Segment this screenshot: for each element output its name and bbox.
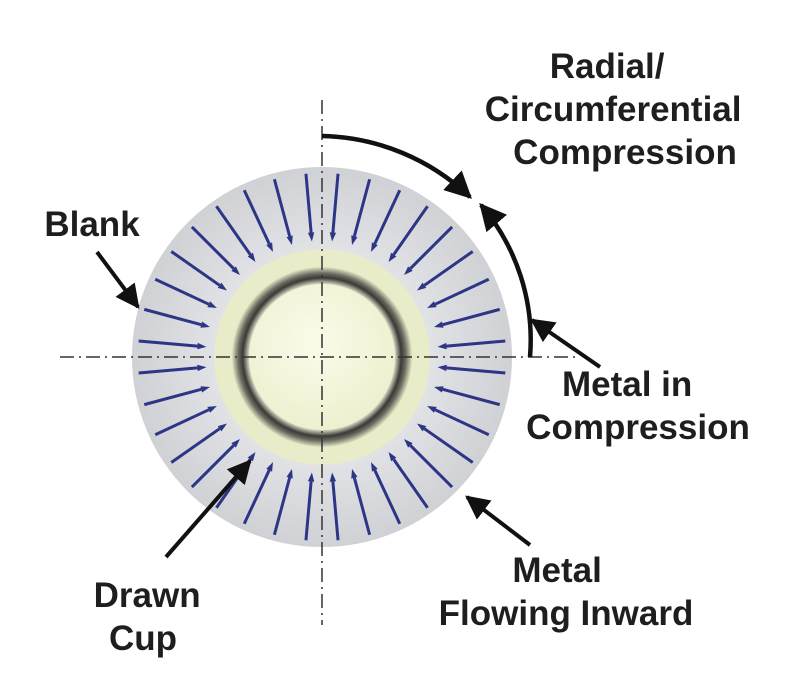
- flow-arrow-shaft: [331, 481, 340, 541]
- flow-arrow-shaft: [242, 469, 271, 525]
- drawn-cup-line-2: Cup: [109, 619, 177, 658]
- flow-arrow-shaft: [215, 205, 252, 256]
- flow-arrow-head: [286, 235, 293, 245]
- drawn-cup-leader-arrow: [164, 459, 252, 559]
- flow-arrow-shaft: [242, 189, 271, 245]
- title-label: Radial/ Circumferential Compression: [485, 47, 751, 172]
- flow-arrow-head: [434, 321, 444, 328]
- title-line-3: Compression: [513, 133, 737, 172]
- flow-arrow-head: [437, 364, 447, 372]
- flow-arrow-shaft: [423, 427, 474, 464]
- flow-arrow-shaft: [352, 477, 372, 536]
- flow-arrow-shaft: [434, 408, 490, 437]
- flow-arrow-shaft: [170, 427, 221, 464]
- flow-arrow-head: [207, 301, 217, 308]
- flow-arrow-shaft: [272, 178, 292, 237]
- blank-label: Blank: [44, 205, 140, 244]
- flow-arrow-head: [351, 235, 358, 245]
- flow-arrow-shaft: [409, 444, 454, 489]
- flow-arrow-shaft: [143, 387, 202, 407]
- flow-arrow-head: [247, 252, 256, 262]
- flow-arrow-head: [266, 242, 273, 252]
- flow-arrow-shaft: [373, 189, 402, 245]
- flow-arrow-shaft: [272, 477, 292, 536]
- flow-arrow-head: [197, 364, 207, 372]
- flow-arrow-head: [266, 462, 273, 472]
- flow-arrow-shaft: [331, 173, 340, 233]
- flow-arrow-head: [307, 232, 315, 242]
- flow-arrow-head: [329, 232, 337, 242]
- flow-arrow-head: [404, 439, 413, 448]
- flow-arrow-head: [217, 282, 227, 291]
- flow-arrow-head: [388, 452, 397, 462]
- flow-arrow-head: [404, 266, 413, 275]
- flow-arrow-shaft: [423, 250, 474, 287]
- blank-leader-arrow: [95, 250, 140, 309]
- flow-arrow-shaft: [352, 178, 372, 237]
- flow-arrow-shaft: [434, 277, 490, 306]
- flow-arrow-head: [200, 321, 210, 328]
- flow-arrow-head: [207, 406, 217, 413]
- flow-arrow-shaft: [392, 205, 429, 256]
- flow-arrow-shaft: [190, 225, 235, 270]
- flow-arrow-shaft: [304, 481, 313, 541]
- title-line-1: Radial/: [550, 47, 665, 86]
- metal-flowing-inward-line-2: Flowing Inward: [439, 594, 694, 633]
- flow-arrow-head: [286, 469, 293, 479]
- flow-arrow-head: [371, 242, 378, 252]
- metal-flowing-inward-leader-arrow: [465, 495, 532, 547]
- flow-arrow-head: [371, 462, 378, 472]
- drawn-cup-line-1: Drawn: [94, 576, 201, 615]
- flow-arrow-head: [434, 386, 444, 393]
- flow-arrow-head: [231, 266, 240, 275]
- flow-arrow-shaft: [446, 366, 506, 375]
- metal-in-compression-label: Metal in Compression: [526, 365, 750, 447]
- flow-arrow-head: [329, 472, 337, 482]
- metal-flowing-inward-label: Metal Flowing Inward: [439, 551, 694, 633]
- title-line-2: Circumferential: [485, 90, 742, 129]
- metal-in-compression-line-2: Compression: [526, 408, 750, 447]
- flow-arrow-shaft: [304, 173, 313, 233]
- flow-arrow-head: [351, 469, 358, 479]
- flow-arrow-shaft: [409, 225, 454, 270]
- metal-in-compression-line-1: Metal in: [562, 365, 692, 404]
- compression-arc-upper: [321, 133, 472, 199]
- flow-arrow-shaft: [442, 307, 501, 327]
- flow-arrow-shaft: [442, 387, 501, 407]
- flow-arrow-head: [417, 423, 427, 432]
- metal-flowing-inward-line-1: Metal: [512, 551, 601, 590]
- flow-arrow-head: [388, 252, 397, 262]
- flow-arrow-shaft: [190, 444, 235, 489]
- flow-arrow-head: [217, 423, 227, 432]
- flow-arrow-head: [427, 301, 437, 308]
- flow-arrow-shaft: [154, 408, 210, 437]
- flow-arrow-shaft: [154, 277, 210, 306]
- flow-arrow-shaft: [446, 339, 506, 348]
- flow-arrow-head: [231, 439, 240, 448]
- flow-arrow-shaft: [373, 469, 402, 525]
- flow-arrows: [138, 173, 506, 541]
- flow-arrow-head: [437, 342, 447, 350]
- flow-arrow-shaft: [138, 339, 198, 348]
- flow-arrow-head: [427, 406, 437, 413]
- flow-arrow-shaft: [392, 458, 429, 509]
- flow-arrow-head: [247, 452, 256, 462]
- flow-arrow-head: [197, 342, 207, 350]
- flow-arrow-head: [417, 282, 427, 291]
- flow-arrow-head: [200, 386, 210, 393]
- flow-arrow-shaft: [143, 307, 202, 327]
- flow-arrow-shaft: [170, 250, 221, 287]
- flow-arrow-head: [307, 472, 315, 482]
- flow-arrow-shaft: [138, 366, 198, 375]
- drawn-cup-label: Drawn Cup: [94, 576, 211, 658]
- metal-in-compression-leader-arrow: [530, 318, 602, 369]
